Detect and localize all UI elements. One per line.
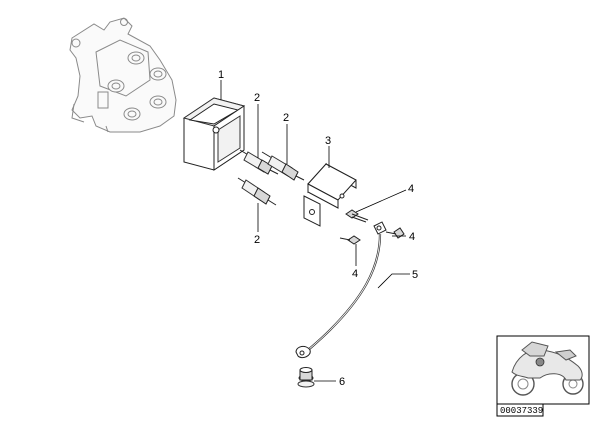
spacer-bolt-lower bbox=[237, 177, 277, 206]
housing-box-part-1 bbox=[182, 97, 246, 171]
callout-2-upper-left: 2 bbox=[254, 92, 260, 104]
callout-5: 5 bbox=[412, 269, 418, 281]
ground-cable-part-5 bbox=[295, 221, 387, 359]
callout-3: 3 bbox=[325, 135, 331, 147]
screw-lower bbox=[339, 235, 361, 245]
callout-4-upper: 4 bbox=[408, 183, 414, 195]
spacer-bolt-upper-right bbox=[261, 151, 305, 181]
motorcycle-icon bbox=[511, 341, 584, 396]
motorcycle-thumbnail: 00037339 bbox=[496, 335, 590, 417]
callout-6: 6 bbox=[339, 376, 345, 388]
mounting-bracket-part-3 bbox=[303, 162, 357, 227]
ignition-coil-illustration bbox=[69, 17, 177, 133]
reference-number: 00037339 bbox=[500, 406, 543, 416]
callout-4-lower: 4 bbox=[352, 268, 358, 280]
callout-2-upper-right: 2 bbox=[283, 112, 289, 124]
callout-labels: 1 2 2 2 3 4 4 4 5 6 bbox=[218, 69, 418, 388]
screw-right bbox=[385, 227, 405, 239]
screw-upper-right bbox=[345, 209, 369, 223]
leader-lines bbox=[220, 80, 410, 382]
callout-1: 1 bbox=[218, 69, 224, 81]
callout-2-lower: 2 bbox=[254, 234, 260, 246]
screw-part-6 bbox=[297, 367, 315, 388]
callout-4-right: 4 bbox=[409, 231, 415, 243]
